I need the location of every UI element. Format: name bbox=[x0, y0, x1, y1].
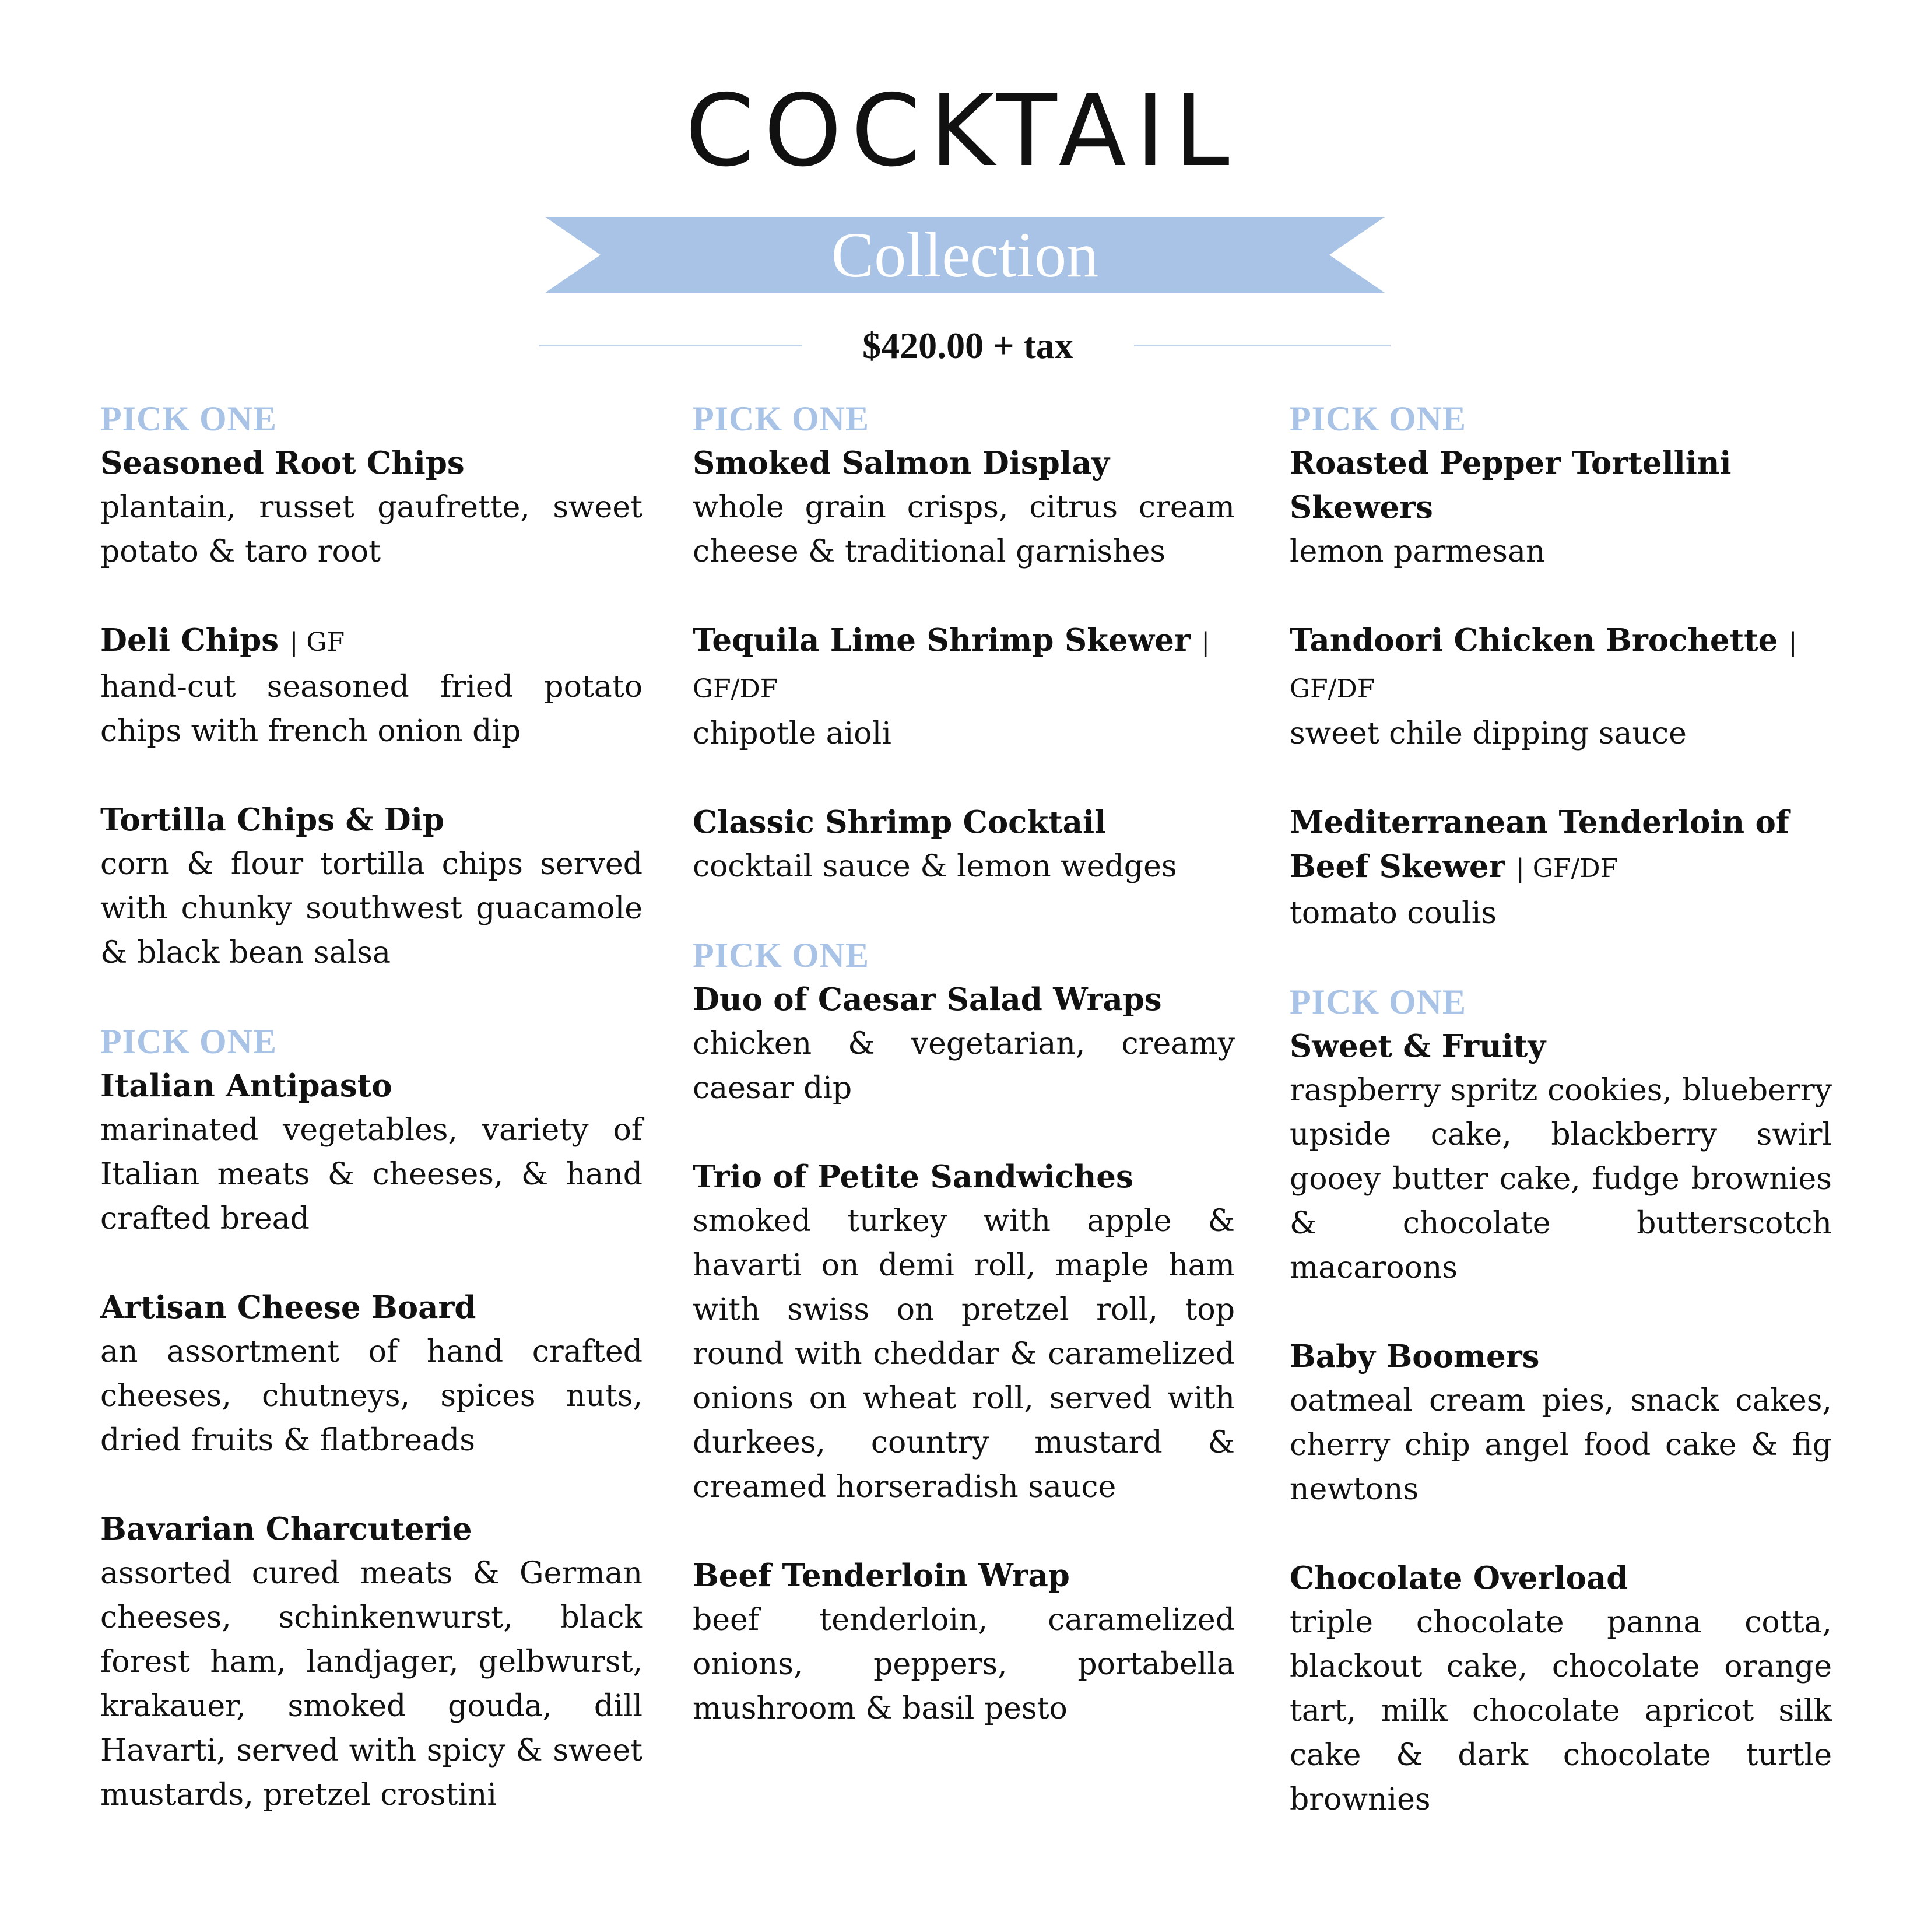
item-description: lemon parmesan bbox=[1290, 534, 1546, 569]
item-description: plantain, russet gaufrette, sweet potato… bbox=[100, 490, 642, 569]
menu-item: Tandoori Chicken Brochette | GF/DF sweet… bbox=[1290, 618, 1832, 756]
menu-item: Smoked Salmon Display whole grain crisps… bbox=[693, 441, 1235, 574]
item-name: Duo of Caesar Salad Wraps bbox=[693, 981, 1162, 1018]
dietary-tag: | GF/DF bbox=[693, 627, 1210, 704]
menu-section: PICK ONE Sweet & Fruity raspberry spritz… bbox=[1290, 980, 1832, 1822]
item-description: marinated vegetables, variety of Italian… bbox=[100, 1113, 642, 1236]
item-description: assorted cured meats & German cheeses, s… bbox=[100, 1556, 642, 1812]
menu-title: COCKTAIL bbox=[685, 73, 1239, 189]
menu-item: Classic Shrimp Cocktail cocktail sauce &… bbox=[693, 800, 1235, 889]
section-label: PICK ONE bbox=[100, 1022, 278, 1061]
menu-item: Mediterranean Tenderloin of Beef Skewer … bbox=[1290, 800, 1832, 935]
item-description: an assortment of hand crafted cheeses, c… bbox=[100, 1334, 642, 1458]
menu-item: Roasted Pepper Tortellini Skewers lemon … bbox=[1290, 441, 1832, 574]
item-name: Seasoned Root Chips bbox=[100, 445, 465, 481]
item-name: Chocolate Overload bbox=[1290, 1560, 1628, 1596]
menu-section: PICK ONE Smoked Salmon Display whole gra… bbox=[693, 397, 1235, 889]
menu-item: Seasoned Root Chips plantain, russet gau… bbox=[100, 441, 642, 574]
price-rule-right bbox=[1134, 345, 1391, 346]
menu-item: Duo of Caesar Salad Wraps chicken & vege… bbox=[693, 977, 1235, 1110]
banner-label: Collection bbox=[831, 219, 1099, 290]
price-rule-left bbox=[539, 345, 802, 346]
item-description: corn & flour tortilla chips served with … bbox=[100, 847, 642, 970]
price-row: $420.00 + tax bbox=[539, 320, 1391, 372]
menu-item: Tortilla Chips & Dip corn & flour tortil… bbox=[100, 798, 642, 975]
menu-section: PICK ONE Duo of Caesar Salad Wraps chick… bbox=[693, 933, 1235, 1731]
item-description: smoked turkey with apple & havarti on de… bbox=[693, 1204, 1235, 1505]
item-description: triple chocolate panna cotta, blackout c… bbox=[1290, 1605, 1832, 1817]
menu-item: Deli Chips | GF hand-cut seasoned fried … bbox=[100, 618, 642, 753]
section-label: PICK ONE bbox=[693, 936, 870, 974]
item-name: Roasted Pepper Tortellini Skewers bbox=[1290, 445, 1732, 525]
menu-item: Beef Tenderloin Wrap beef tenderloin, ca… bbox=[693, 1554, 1235, 1731]
item-description: beef tenderloin, caramelized onions, pep… bbox=[693, 1603, 1235, 1726]
menu-column-3: PICK ONE Roasted Pepper Tortellini Skewe… bbox=[1290, 397, 1832, 1866]
item-name: Beef Tenderloin Wrap bbox=[693, 1558, 1070, 1594]
menu-item: Artisan Cheese Board an assortment of ha… bbox=[100, 1285, 642, 1463]
menu-item: Tequila Lime Shrimp Skewer | GF/DF chipo… bbox=[693, 618, 1235, 756]
menu-item: Baby Boomers oatmeal cream pies, snack c… bbox=[1290, 1334, 1832, 1512]
collection-banner: Collection bbox=[545, 217, 1385, 293]
menu-item: Italian Antipasto marinated vegetables, … bbox=[100, 1064, 642, 1241]
item-description: hand-cut seasoned fried potato chips wit… bbox=[100, 669, 642, 749]
item-name: Mediterranean Tenderloin of Beef Skewer … bbox=[1290, 804, 1789, 885]
section-label: PICK ONE bbox=[1290, 399, 1467, 438]
section-label: PICK ONE bbox=[100, 399, 278, 438]
item-name: Tequila Lime Shrimp Skewer | GF/DF bbox=[693, 622, 1210, 704]
item-name: Baby Boomers bbox=[1290, 1338, 1540, 1375]
item-description: raspberry spritz cookies, blueberry upsi… bbox=[1290, 1073, 1832, 1285]
menu-column-1: PICK ONE Seasoned Root Chips plantain, r… bbox=[100, 397, 642, 1861]
dietary-tag: | GF/DF bbox=[1515, 854, 1618, 883]
menu-section: PICK ONE Italian Antipasto marinated veg… bbox=[100, 1019, 642, 1817]
item-name: Tandoori Chicken Brochette | GF/DF bbox=[1290, 622, 1797, 704]
item-name: Sweet & Fruity bbox=[1290, 1028, 1546, 1064]
item-description: chicken & vegetarian, creamy caesar dip bbox=[693, 1026, 1235, 1106]
section-label: PICK ONE bbox=[693, 399, 870, 438]
menu-item: Trio of Petite Sandwiches smoked turkey … bbox=[693, 1155, 1235, 1509]
item-name: Italian Antipasto bbox=[100, 1068, 392, 1104]
item-name: Smoked Salmon Display bbox=[693, 445, 1110, 481]
item-name: Classic Shrimp Cocktail bbox=[693, 804, 1107, 840]
item-description: whole grain crisps, citrus cream cheese … bbox=[693, 490, 1235, 569]
menu-item: Chocolate Overload triple chocolate pann… bbox=[1290, 1556, 1832, 1822]
menu-section: PICK ONE Roasted Pepper Tortellini Skewe… bbox=[1290, 397, 1832, 935]
menu-item: Sweet & Fruity raspberry spritz cookies,… bbox=[1290, 1024, 1832, 1290]
item-description: sweet chile dipping sauce bbox=[1290, 716, 1687, 751]
dietary-tag: | GF/DF bbox=[1290, 627, 1797, 704]
menu-section: PICK ONE Seasoned Root Chips plantain, r… bbox=[100, 397, 642, 975]
menu-item: Bavarian Charcuterie assorted cured meat… bbox=[100, 1507, 642, 1817]
dietary-tag: | GF bbox=[289, 627, 345, 657]
item-name: Bavarian Charcuterie bbox=[100, 1511, 472, 1547]
section-label: PICK ONE bbox=[1290, 983, 1467, 1021]
item-description: cocktail sauce & lemon wedges bbox=[693, 849, 1177, 884]
item-name: Trio of Petite Sandwiches bbox=[693, 1159, 1133, 1195]
price-label: $420.00 + tax bbox=[862, 325, 1073, 366]
item-description: chipotle aioli bbox=[693, 716, 891, 751]
item-description: oatmeal cream pies, snack cakes, cherry … bbox=[1290, 1383, 1832, 1507]
item-description: tomato coulis bbox=[1290, 896, 1497, 931]
item-name: Tortilla Chips & Dip bbox=[100, 802, 444, 838]
banner-ribbon-shape bbox=[545, 217, 1385, 293]
item-name: Artisan Cheese Board bbox=[100, 1289, 476, 1326]
item-name: Deli Chips | GF bbox=[100, 622, 345, 658]
menu-column-2: PICK ONE Smoked Salmon Display whole gra… bbox=[693, 397, 1235, 1775]
